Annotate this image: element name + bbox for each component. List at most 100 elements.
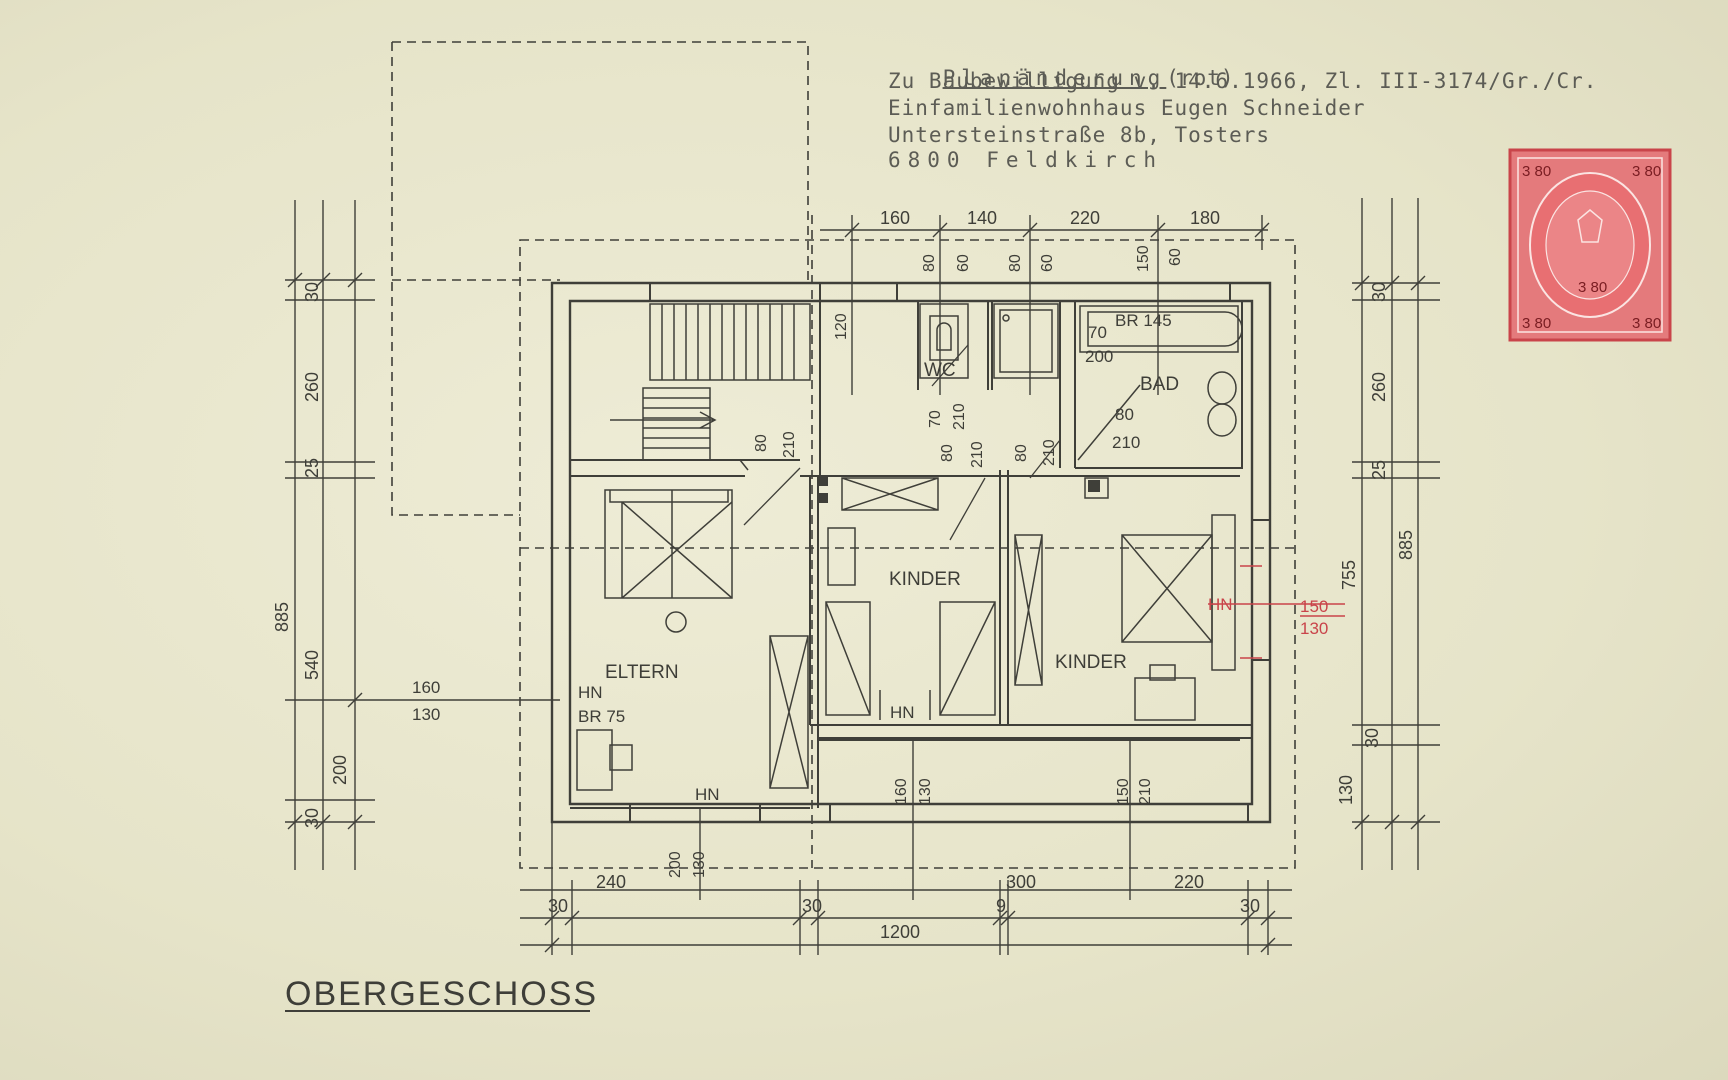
bad-top-h: 60 — [1167, 248, 1184, 266]
left-win-w: 160 — [412, 678, 440, 697]
shaft-marks — [818, 476, 1100, 503]
bottom-dim-30-a: 30 — [548, 896, 568, 916]
bottom-dim-240: 240 — [596, 872, 626, 892]
door-swings — [743, 344, 1061, 541]
left-dim-30-bot: 30 — [302, 808, 322, 828]
shower-fixture — [993, 303, 1059, 379]
room-label-kinder-1: KINDER — [889, 569, 961, 590]
wc-win-w: 80 — [921, 254, 938, 272]
left-dim-30-top: 30 — [302, 282, 322, 302]
left-dimension-chain — [285, 200, 560, 870]
bottom-dim-30-b: 30 — [802, 896, 822, 916]
bathtub-fixture — [1077, 305, 1243, 461]
wc-fixture — [919, 303, 969, 379]
bad-win-h: 210 — [1112, 433, 1140, 452]
red-value-130: 130 — [1300, 619, 1328, 638]
hall-door1-h: 210 — [951, 403, 968, 430]
left-dim-25: 25 — [302, 458, 322, 478]
room-label-bad: BAD — [1140, 374, 1179, 395]
bad-door-w: 70 — [1088, 323, 1107, 342]
bottom-dimension-chain — [520, 740, 1292, 955]
left-dim-total: 885 — [272, 602, 292, 632]
k1-win-w: 160 — [893, 778, 910, 805]
bottom-dim-30-c: 30 — [1240, 896, 1260, 916]
k2-win-h: 210 — [1137, 778, 1154, 805]
top-dim-2: 140 — [967, 208, 997, 228]
bottom-dim-total: 1200 — [880, 922, 920, 942]
sh-win-h: 60 — [1039, 254, 1056, 272]
stair-dim-120: 120 — [833, 313, 850, 340]
eltern-door-w: 80 — [753, 434, 770, 452]
right-dim-30-top: 30 — [1369, 282, 1389, 302]
stamp-value-tr: 3 80 — [1632, 163, 1661, 180]
dashed-outline — [391, 41, 1296, 869]
stamp-value-tl: 3 80 — [1522, 163, 1551, 180]
label-hn-red: HN — [1208, 595, 1233, 614]
top-dim-4: 180 — [1190, 208, 1220, 228]
sh-win-w: 80 — [1007, 254, 1024, 272]
bottom-win-h: 130 — [691, 851, 708, 878]
left-dim-540: 540 — [302, 650, 322, 680]
top-dim-3: 220 — [1070, 208, 1100, 228]
right-dim-130: 130 — [1336, 775, 1356, 805]
room-label-kinder-2: KINDER — [1055, 652, 1127, 673]
right-dim-total: 885 — [1396, 530, 1416, 560]
eltern-door-h: 210 — [781, 431, 798, 458]
eltern-furniture — [576, 459, 809, 791]
bad-win-w: 80 — [1115, 405, 1134, 424]
left-dim-260: 260 — [302, 372, 322, 402]
exterior-walls — [550, 281, 1272, 824]
stamp-value-center: 3 80 — [1578, 279, 1607, 296]
bottom-dim-220: 220 — [1174, 872, 1204, 892]
bad-door-h: 200 — [1085, 347, 1113, 366]
hall-door3-h: 210 — [1041, 439, 1058, 466]
hall-door3-w: 80 — [1013, 444, 1030, 462]
header-title: Planänderung — [942, 66, 1167, 90]
k2-win-w: 150 — [1115, 778, 1132, 805]
right-dim-260: 260 — [1369, 372, 1389, 402]
right-dimension-chain — [1352, 198, 1440, 870]
tax-stamp: 3 80 3 80 3 80 3 80 3 80 — [1508, 148, 1672, 342]
room-label-wc: WC — [924, 360, 956, 381]
opening-br75: BR 75 — [578, 707, 625, 726]
kinder2-furniture — [1014, 477, 1236, 721]
bad-top-w: 150 — [1135, 245, 1152, 272]
bottom-dim-9: 9 — [996, 896, 1006, 916]
interior-walls — [570, 301, 1252, 809]
right-dim-755: 755 — [1339, 560, 1359, 590]
top-dimension-chain — [820, 215, 1270, 395]
window-marks — [629, 283, 1270, 822]
hall-door2-h: 210 — [969, 441, 986, 468]
room-label-eltern: ELTERN — [605, 662, 679, 683]
top-dim-1: 160 — [880, 208, 910, 228]
plan-title: OBERGESCHOSS — [285, 975, 598, 1013]
hall-door2-w: 80 — [939, 444, 956, 462]
hall-door1-w: 70 — [927, 410, 944, 428]
right-dim-25: 25 — [1369, 460, 1389, 480]
bottom-win-w: 200 — [667, 851, 684, 878]
header-title-suffix: (rot) — [1166, 66, 1235, 90]
left-win-h: 130 — [412, 705, 440, 724]
staircase — [610, 303, 811, 461]
left-dim-200: 200 — [330, 755, 350, 785]
header-line-4: Untersteinstraße 8b, Tosters — [888, 123, 1271, 147]
right-dim-30-bot: 30 — [1362, 728, 1382, 748]
bottom-dim-300: 300 — [1006, 872, 1036, 892]
wc-win-h: 60 — [955, 254, 972, 272]
header-line-5: 6800 Feldkirch — [888, 148, 1164, 172]
header-line-3: Einfamilienwohnhaus Eugen Schneider — [888, 96, 1366, 120]
kinder1-furniture — [825, 477, 996, 720]
red-change-markings — [1208, 565, 1345, 659]
k1-win-h: 130 — [917, 778, 934, 805]
header-line-1: Planänderung(rot) — [888, 42, 1235, 114]
label-hn-2: HN — [695, 785, 720, 804]
opening-br145: BR 145 — [1115, 311, 1172, 330]
stamp-value-bl: 3 80 — [1522, 315, 1551, 332]
header-line-2: Zu Baubewilligung v. 14.6.1966, Zl. III-… — [888, 69, 1598, 93]
red-value-150: 150 — [1300, 597, 1328, 616]
label-hn-1: HN — [578, 683, 603, 702]
label-hn-3: HN — [890, 703, 915, 722]
stamp-value-br: 3 80 — [1632, 315, 1661, 332]
